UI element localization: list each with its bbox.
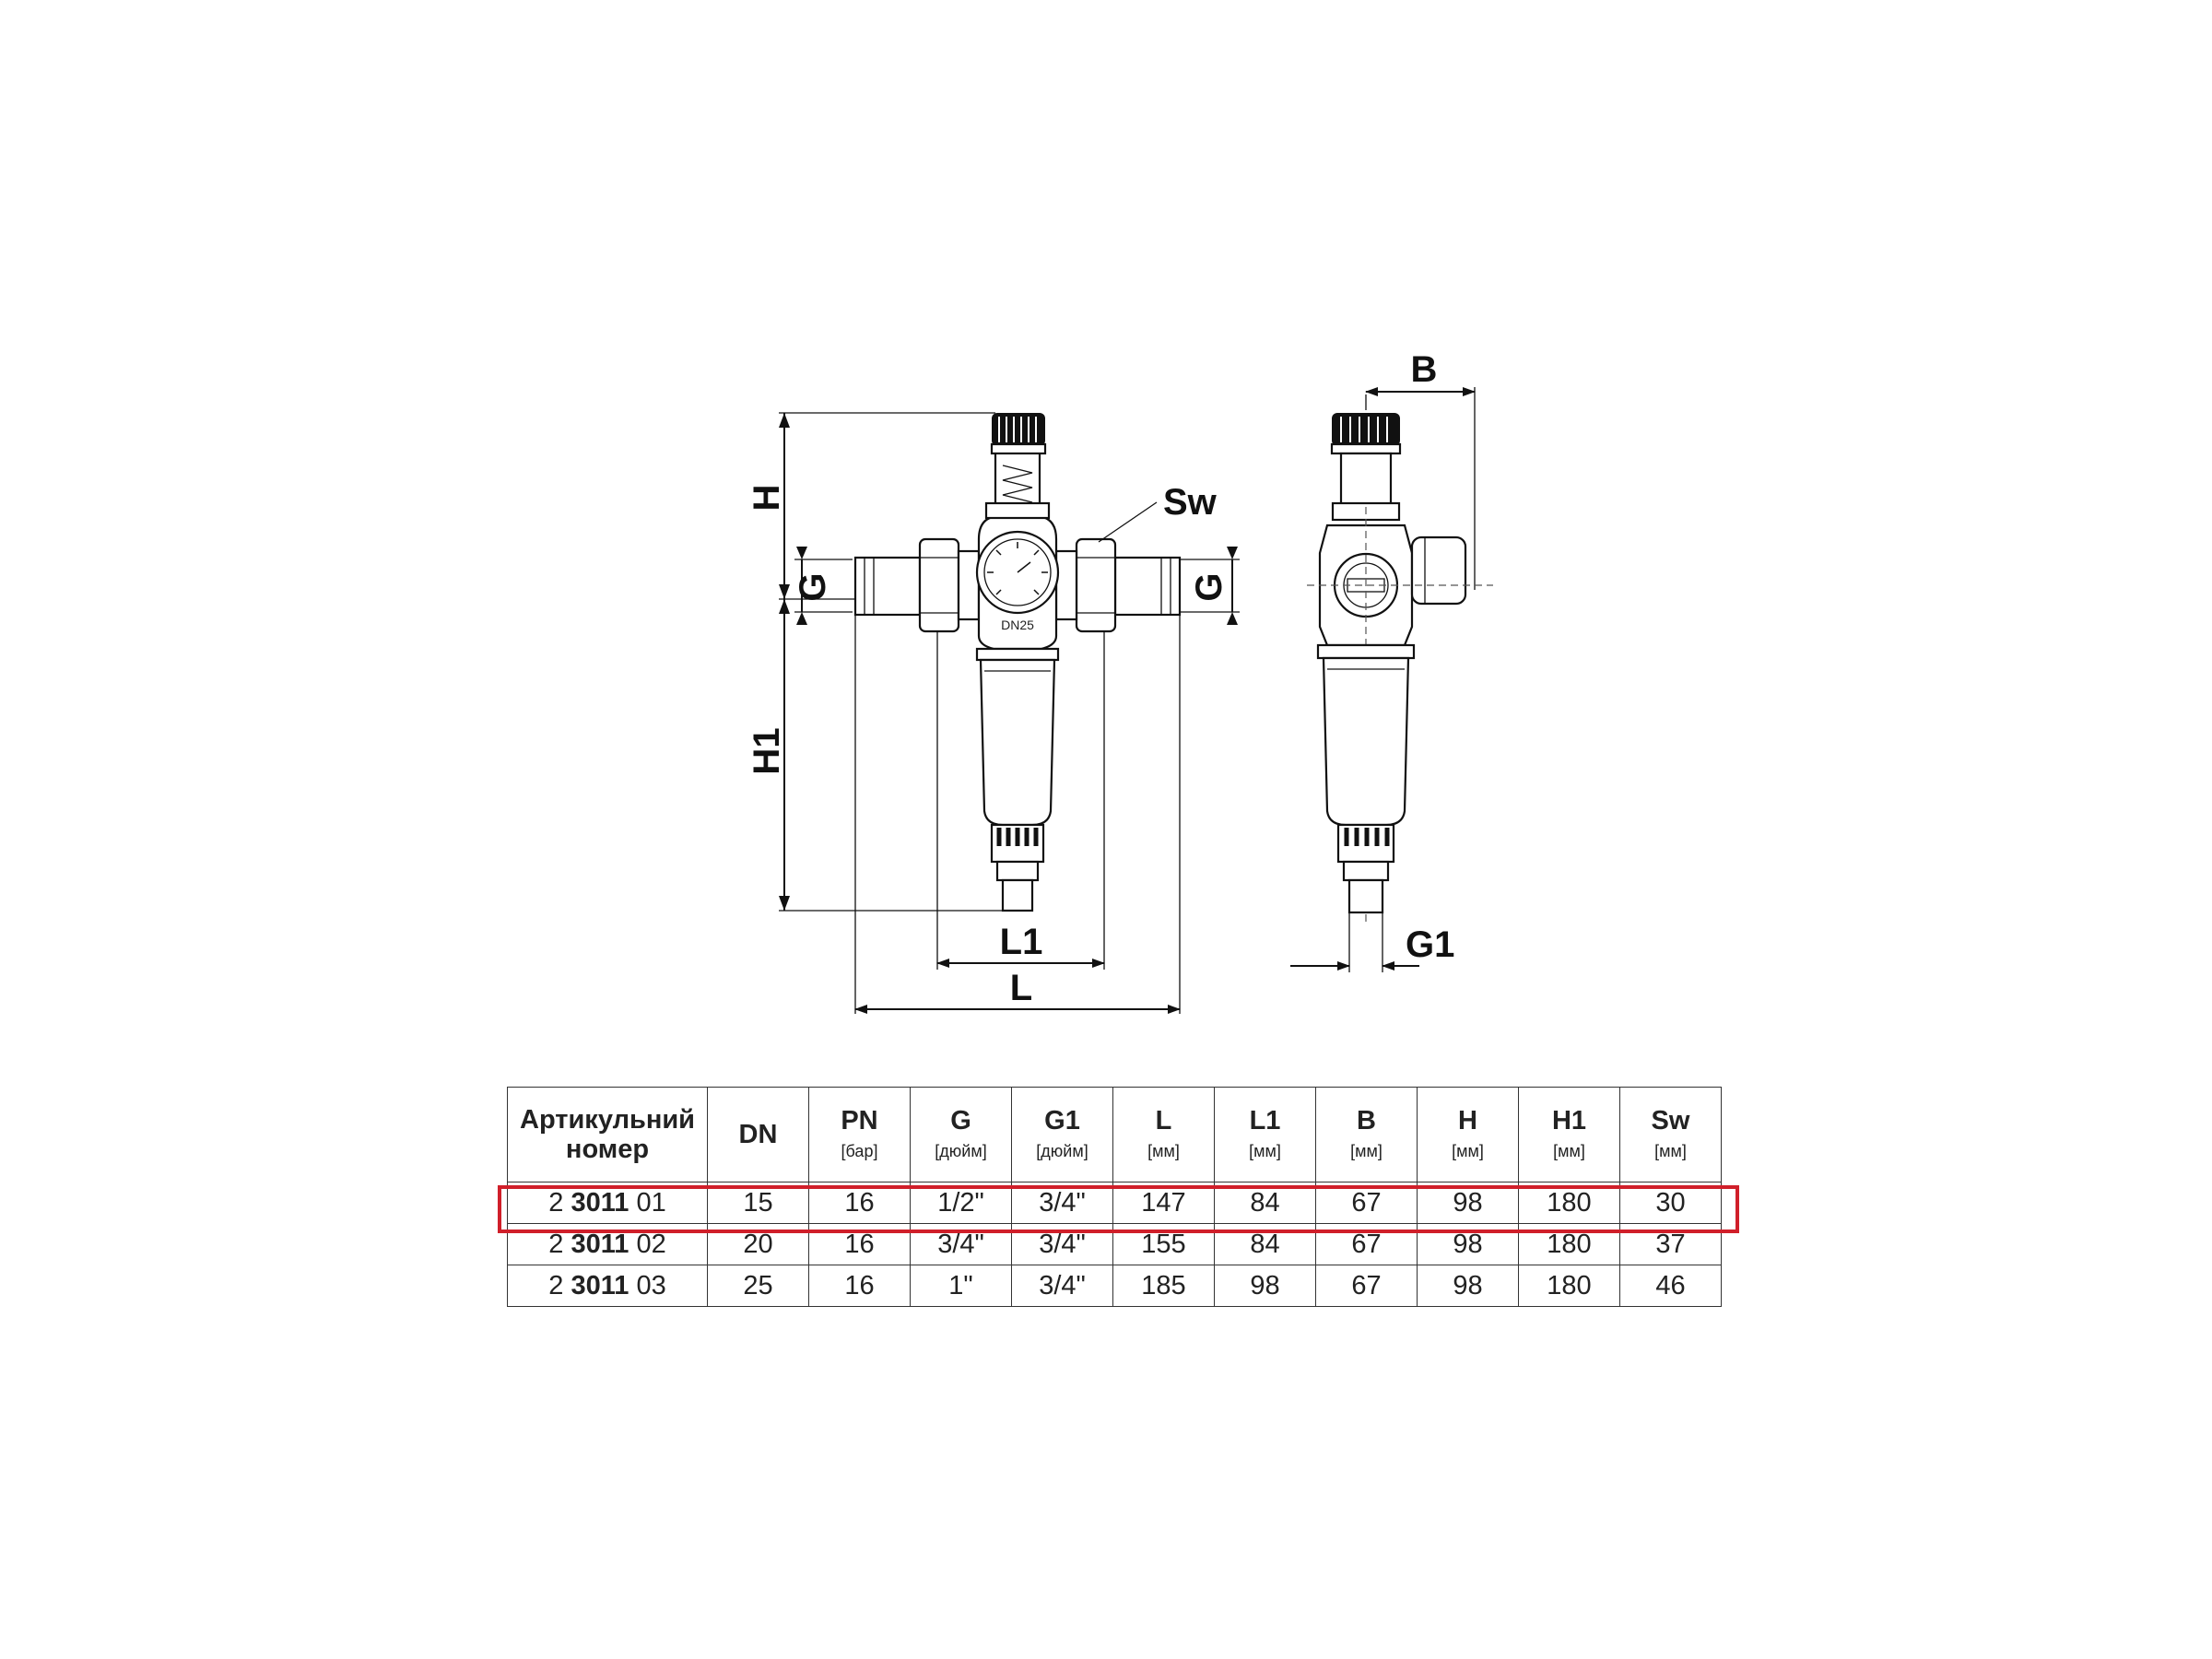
- knob-icon: [992, 413, 1045, 446]
- cell-g1: 3/4": [1011, 1223, 1113, 1265]
- article-number-cell: 2 3011 03: [507, 1265, 708, 1307]
- header-unit: [мм]: [1452, 1142, 1484, 1160]
- header-unit: [мм]: [1553, 1142, 1585, 1160]
- cell-g1: 3/4": [1011, 1265, 1113, 1307]
- header-name: B: [1357, 1106, 1376, 1135]
- cell-g: 3/4": [910, 1223, 1012, 1265]
- header-sw: Sw [мм]: [1619, 1087, 1722, 1182]
- header-h1: H1 [мм]: [1518, 1087, 1620, 1182]
- header-unit: [бар]: [841, 1142, 878, 1160]
- header-name: L1: [1249, 1106, 1281, 1135]
- header-name: L: [1155, 1106, 1172, 1135]
- header-unit: [мм]: [1249, 1142, 1281, 1160]
- dim-label-h1: H1: [747, 727, 787, 774]
- cell-pn: 16: [808, 1182, 911, 1224]
- cell-l1: 84: [1214, 1223, 1316, 1265]
- header-name: H: [1458, 1106, 1477, 1135]
- header-g: G [дюйм]: [910, 1087, 1012, 1182]
- article-number-cell: 2 3011 02: [507, 1223, 708, 1265]
- side-knob-icon: [1332, 413, 1400, 446]
- cell-h1: 180: [1518, 1223, 1620, 1265]
- table-row: 2 3011 02 20 16 3/4" 3/4" 155 84 67 98 1…: [507, 1223, 1722, 1265]
- gauge-ticks: [987, 542, 1048, 595]
- cell-b: 67: [1315, 1265, 1418, 1307]
- header-pn: PN [бар]: [808, 1087, 911, 1182]
- cell-l1: 84: [1214, 1182, 1316, 1224]
- header-name: PN: [841, 1106, 878, 1135]
- table-row: 2 3011 03 25 16 1" 3/4" 185 98 67 98 180…: [507, 1265, 1722, 1307]
- dim-label-l: L: [1010, 968, 1032, 1008]
- cell-dn: 20: [707, 1223, 809, 1265]
- cell-l: 147: [1112, 1182, 1215, 1224]
- header-unit: [дюйм]: [935, 1142, 987, 1160]
- dim-label-g-right: G: [1189, 572, 1230, 601]
- table-row: 2 3011 01 15 16 1/2" 3/4" 147 84 67 98 1…: [507, 1182, 1722, 1224]
- header-name: G: [950, 1106, 971, 1135]
- header-name: Артикульний номер: [520, 1105, 695, 1164]
- cell-dn: 15: [707, 1182, 809, 1224]
- cell-g: 1": [910, 1265, 1012, 1307]
- body-marking: DN25: [1001, 618, 1034, 632]
- table-header-row: Артикульний номер DN PN [бар] G [дюйм] G…: [507, 1087, 1722, 1182]
- cell-h1: 180: [1518, 1265, 1620, 1307]
- cell-pn: 16: [808, 1223, 911, 1265]
- dim-label-g-left: G: [793, 572, 833, 601]
- cell-h: 98: [1417, 1182, 1519, 1224]
- dim-label-l1: L1: [1000, 922, 1043, 962]
- header-unit: [дюйм]: [1036, 1142, 1088, 1160]
- spec-table: Артикульний номер DN PN [бар] G [дюйм] G…: [507, 1087, 1722, 1307]
- cell-g: 1/2": [910, 1182, 1012, 1224]
- header-unit: [мм]: [1147, 1142, 1180, 1160]
- header-dn: DN: [707, 1087, 809, 1182]
- cell-sw: 30: [1619, 1182, 1722, 1224]
- dim-label-h: H: [747, 485, 787, 512]
- header-l: L [мм]: [1112, 1087, 1215, 1182]
- cell-pn: 16: [808, 1265, 911, 1307]
- header-l1: L1 [мм]: [1214, 1087, 1316, 1182]
- cell-h: 98: [1417, 1265, 1519, 1307]
- cell-sw: 37: [1619, 1223, 1722, 1265]
- cell-h1: 180: [1518, 1182, 1620, 1224]
- header-unit: [мм]: [1350, 1142, 1382, 1160]
- dim-label-sw: Sw: [1163, 482, 1218, 523]
- header-name: G1: [1044, 1106, 1080, 1135]
- header-g1: G1 [дюйм]: [1011, 1087, 1113, 1182]
- header-name: H1: [1551, 1106, 1587, 1135]
- header-b: B [мм]: [1315, 1087, 1418, 1182]
- dim-label-b: B: [1411, 349, 1438, 390]
- header-name: DN: [738, 1120, 778, 1149]
- front-view: H H1 G G: [747, 412, 1240, 1014]
- header-name: Sw: [1651, 1106, 1690, 1135]
- cell-b: 67: [1315, 1223, 1418, 1265]
- cell-dn: 25: [707, 1265, 809, 1307]
- header-article: Артикульний номер: [507, 1087, 708, 1182]
- header-h: H [мм]: [1417, 1087, 1519, 1182]
- cell-b: 67: [1315, 1182, 1418, 1224]
- header-unit: [мм]: [1654, 1142, 1687, 1160]
- cell-l1: 98: [1214, 1265, 1316, 1307]
- cell-g1: 3/4": [1011, 1182, 1113, 1224]
- cell-l: 155: [1112, 1223, 1215, 1265]
- side-view: B: [1290, 349, 1493, 972]
- cell-h: 98: [1417, 1223, 1519, 1265]
- cell-l: 185: [1112, 1265, 1215, 1307]
- dim-label-g1: G1: [1406, 924, 1454, 965]
- cell-sw: 46: [1619, 1265, 1722, 1307]
- article-number-cell: 2 3011 01: [507, 1182, 708, 1224]
